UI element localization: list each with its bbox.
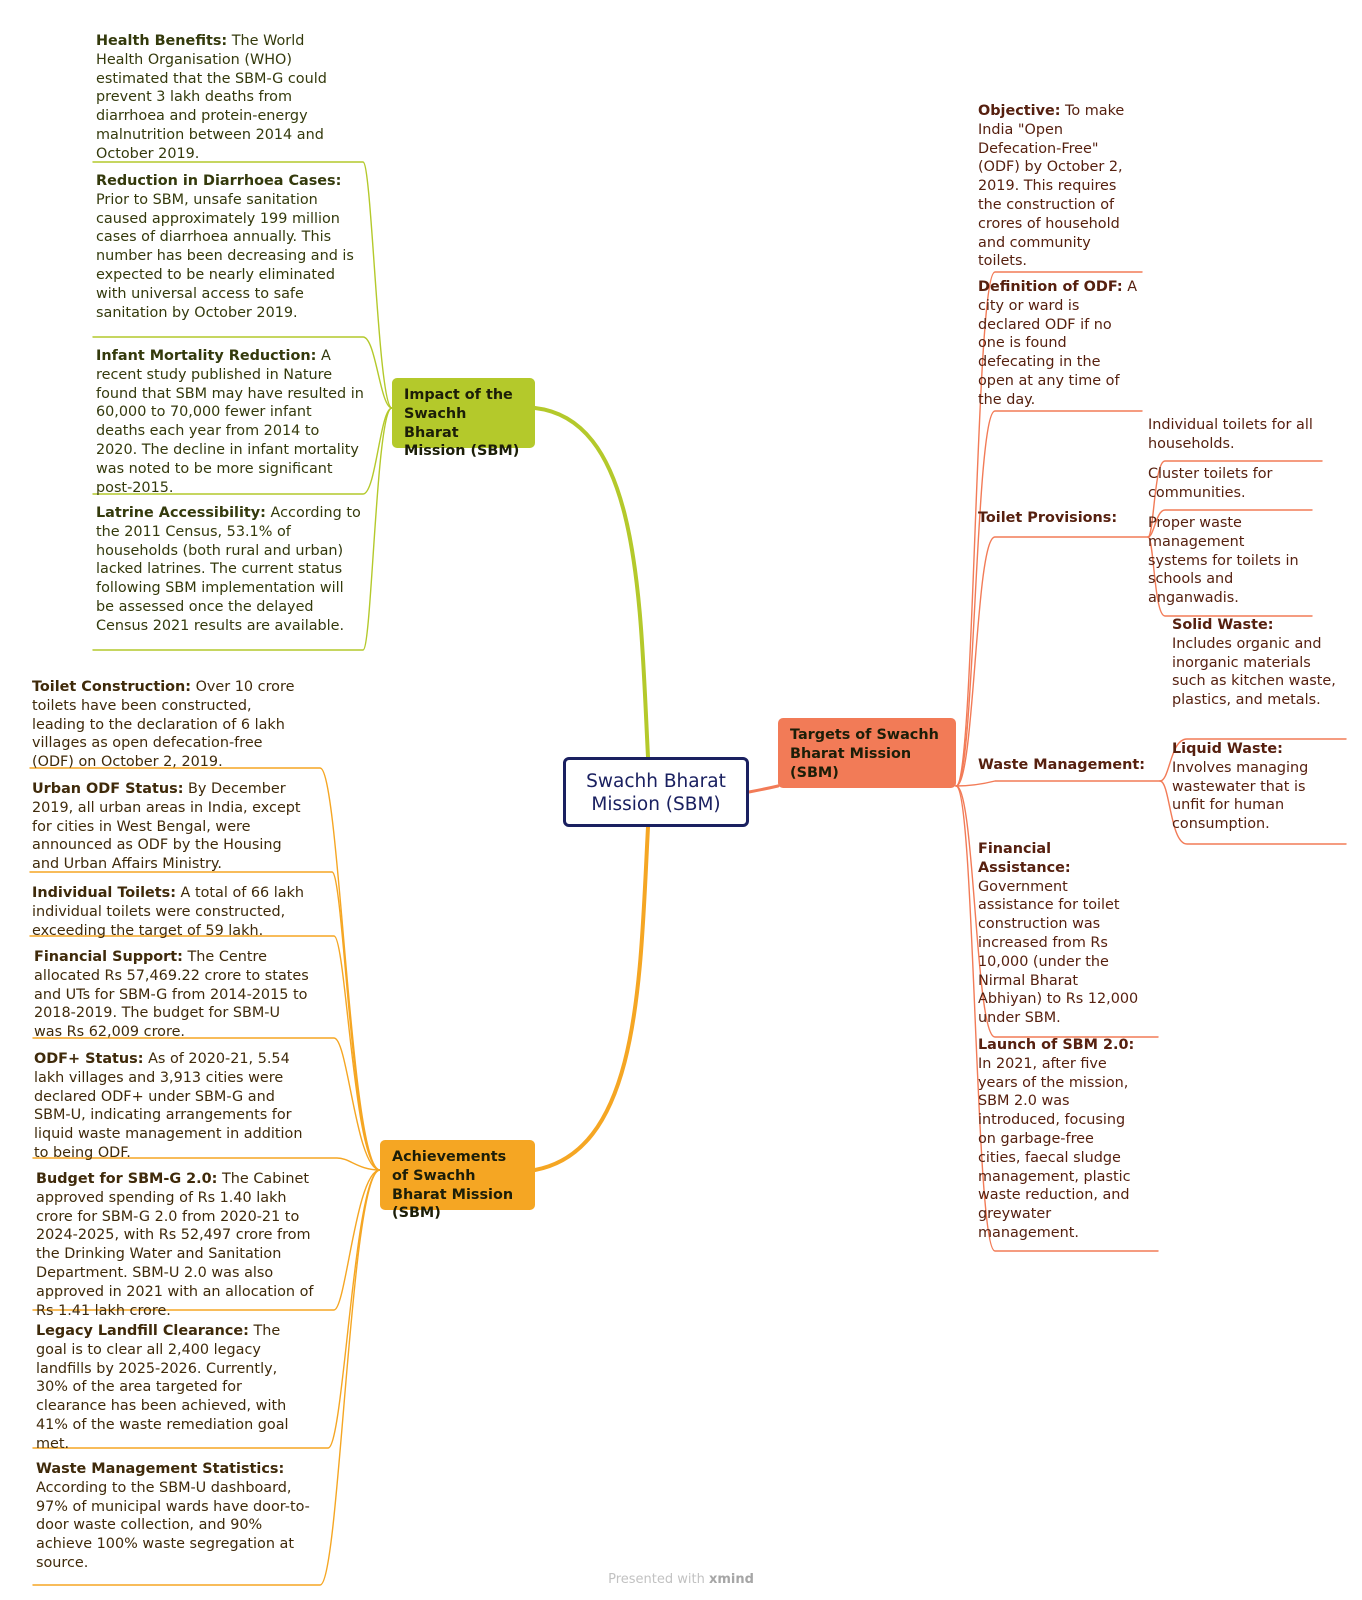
branch-impact-label: Impact of the Swachh Bharat Mission (SBM… (404, 387, 520, 460)
impact-item-latrine-accessibility[interactable]: Latrine Accessibility: According to the … (96, 505, 361, 634)
impact-item-diarrhoea-reduction[interactable]: Reduction in Diarrhoea Cases: Prior to S… (96, 173, 354, 321)
toilet-provision-waste-systems[interactable]: Proper waste management systems for toil… (1148, 515, 1299, 607)
target-toilet-provisions[interactable]: Toilet Provisions: (978, 510, 1118, 526)
branch-achievements-label: Achievements of Swachh Bharat Mission (S… (392, 1149, 514, 1222)
central-topic[interactable]: Swachh Bharat Mission (SBM) (563, 757, 749, 827)
branch-achievements[interactable]: Achievements of Swachh Bharat Mission (S… (380, 1140, 535, 1221)
toilet-provision-cluster[interactable]: Cluster toilets for communities. (1148, 466, 1273, 501)
branch-impact[interactable]: Impact of the Swachh Bharat Mission (SBM… (392, 378, 535, 459)
target-objective[interactable]: Objective: To make India "Open Defecatio… (978, 103, 1125, 270)
waste-liquid[interactable]: Liquid Waste:Involves managing wastewate… (1172, 741, 1309, 833)
achievement-item-waste-statistics[interactable]: Waste Management Statistics: According t… (36, 1461, 310, 1571)
impact-item-infant-mortality[interactable]: Infant Mortality Reduction: A recent stu… (96, 348, 364, 496)
achievement-item-budget-sbm-g2[interactable]: Budget for SBM-G 2.0: The Cabinet approv… (36, 1171, 314, 1319)
footer-credit: Presented with xmind (608, 1572, 754, 1587)
achievement-item-odf-plus[interactable]: ODF+ Status: As of 2020-21, 5.54 lakh vi… (34, 1051, 303, 1161)
achievement-item-toilet-construction[interactable]: Toilet Construction: Over 10 crore toile… (32, 679, 295, 771)
achievement-item-individual-toilets[interactable]: Individual Toilets: A total of 66 lakh i… (32, 885, 305, 939)
achievement-item-urban-odf[interactable]: Urban ODF Status: By December 2019, all … (32, 781, 301, 873)
achievement-item-legacy-landfill[interactable]: Legacy Landfill Clearance: The goal is t… (36, 1323, 289, 1452)
central-topic-label: Swachh Bharat Mission (SBM) (586, 771, 726, 815)
target-financial-assistance[interactable]: Financial Assistance:Government assistan… (978, 841, 1139, 1027)
target-definition-odf[interactable]: Definition of ODF: A city or ward is dec… (978, 279, 1138, 408)
target-launch-sbm2[interactable]: Launch of SBM 2.0:In 2021, after five ye… (978, 1037, 1135, 1241)
achievement-item-financial-support[interactable]: Financial Support: The Centre allocated … (34, 949, 309, 1041)
toilet-provision-individual[interactable]: Individual toilets for all households. (1148, 417, 1313, 452)
target-waste-management[interactable]: Waste Management: (978, 757, 1145, 773)
xmind-logo: xmind (708, 1572, 754, 1587)
branch-targets-label: Targets of Swachh Bharat Mission (SBM) (790, 727, 939, 781)
impact-item-health-benefits[interactable]: Health Benefits: The World Health Organi… (96, 33, 327, 162)
branch-targets[interactable]: Targets of Swachh Bharat Mission (SBM) (778, 718, 956, 788)
waste-solid[interactable]: Solid Waste:Includes organic and inorgan… (1172, 617, 1336, 709)
